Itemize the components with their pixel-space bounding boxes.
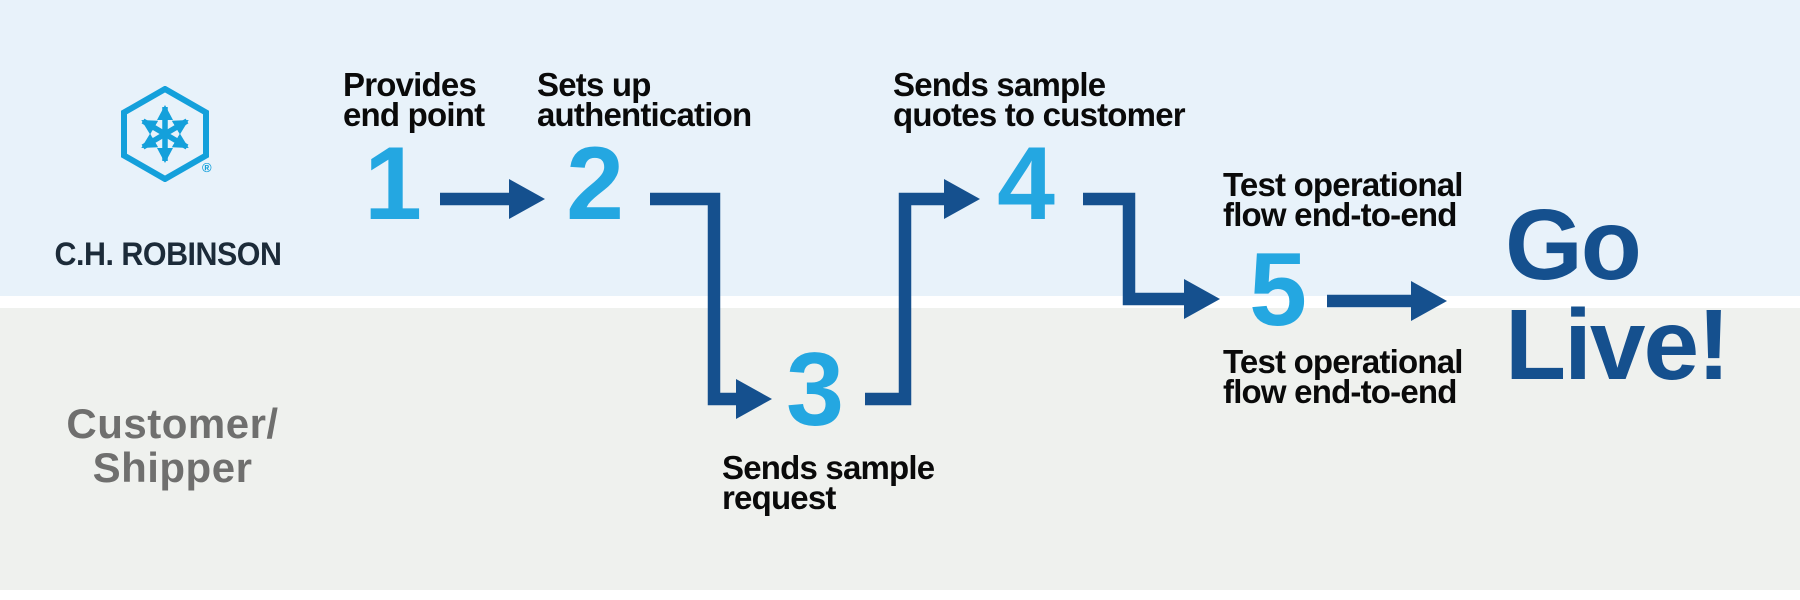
step-5-number: 5 bbox=[1249, 232, 1307, 348]
step-1-label-line: end point bbox=[343, 96, 485, 133]
go-live-line: Go bbox=[1505, 189, 1642, 301]
step-4-label: Sends sample quotes to customer bbox=[893, 66, 1186, 133]
step-5-label-line: flow end-to-end bbox=[1223, 373, 1457, 410]
lane-label-line: Shipper bbox=[92, 444, 253, 491]
lane-label-line: Customer/ bbox=[66, 400, 279, 447]
step-5-label-line: Test operational bbox=[1223, 343, 1463, 380]
step-2-label-line: Sets up bbox=[537, 66, 651, 103]
arrow-step4-to-step5 bbox=[1083, 192, 1220, 319]
registered-trademark: ® bbox=[202, 160, 212, 175]
step-1-number: 1 bbox=[364, 126, 422, 242]
lane-label-customer-shipper: Customer/ Shipper bbox=[40, 402, 305, 490]
step-5-label-line: Test operational bbox=[1223, 166, 1463, 203]
chrobinson-logo-icon bbox=[121, 85, 209, 183]
step-3-label-line: Sends sample bbox=[722, 449, 935, 486]
step-5-label-above: Test operational flow end-to-end bbox=[1223, 166, 1463, 233]
step-2-label: Sets up authentication bbox=[537, 66, 752, 133]
step-1-label-line: Provides bbox=[343, 66, 477, 103]
step-5-label-below: Test operational flow end-to-end bbox=[1223, 343, 1463, 410]
step-4-label-line: quotes to customer bbox=[893, 96, 1186, 133]
step-5-label-line: flow end-to-end bbox=[1223, 196, 1457, 233]
step-3-label-line: request bbox=[722, 479, 836, 516]
brand-wordmark: C.H. ROBINSON bbox=[54, 236, 282, 272]
step-3-label: Sends sample request bbox=[722, 449, 935, 516]
step-2-label-line: authentication bbox=[537, 96, 752, 133]
arrow-step2-to-step3 bbox=[650, 192, 772, 419]
arrow-step3-to-step4 bbox=[865, 179, 980, 406]
step-4-label-line: Sends sample bbox=[893, 66, 1106, 103]
go-live-line: Live! bbox=[1505, 289, 1730, 401]
step-1-label: Provides end point bbox=[343, 66, 485, 133]
step-2-number: 2 bbox=[566, 126, 624, 242]
step-3-number: 3 bbox=[786, 332, 844, 448]
step-4-number: 4 bbox=[997, 126, 1055, 242]
go-live-text: Go Live! bbox=[1505, 189, 1730, 401]
